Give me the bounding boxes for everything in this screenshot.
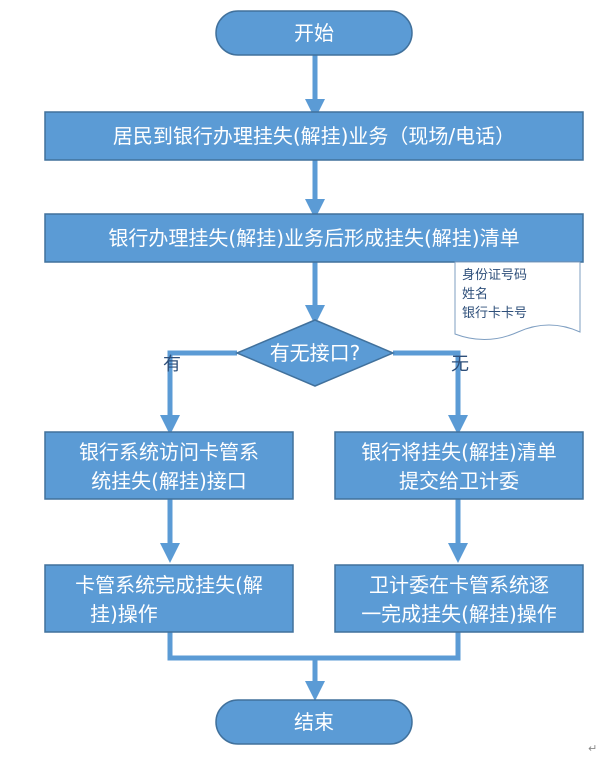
document-line-name: 姓名 [462,286,488,302]
paragraph-mark: ↵ [588,742,597,755]
right2-node: 卫计委在卡管系统逐 一完成挂失(解挂)操作 [334,564,584,633]
right1-label-line1: 银行将挂失(解挂)清单 [361,440,557,464]
arrow-decision-no [393,350,468,436]
step2-node: 银行办理挂失(解挂)业务后形成挂失(解挂)清单 [44,213,584,263]
decision-node: 有无接口? [235,319,395,387]
left2-label-line1: 卡管系统完成挂失(解 [75,573,263,597]
step1-node: 居民到银行办理挂失(解挂)业务（现场/电话） [44,111,584,161]
left1-node: 银行系统访问卡管系 统挂失(解挂)接口 [44,431,294,500]
right2-label-line2: 一完成挂失(解挂)操作 [361,602,557,626]
step2-label: 银行办理挂失(解挂)业务后形成挂失(解挂)清单 [108,226,519,250]
decision-label: 有无接口? [270,341,361,365]
document-line-card: 银行卡卡号 [462,306,527,321]
right2-label-line1: 卫计委在卡管系统逐 [369,573,549,597]
right1-node: 银行将挂失(解挂)清单 提交给卫计委 [334,431,584,500]
merge-left [167,632,315,661]
merge-right [315,632,461,661]
end-label: 结束 [294,710,334,734]
start-node: 开始 [215,10,413,56]
left1-label-line1: 银行系统访问卡管系 [79,440,259,464]
right1-label-line2: 提交给卫计委 [399,469,519,493]
connectors [160,55,468,702]
document-line-id: 身份证号码 [462,267,527,283]
step1-label: 居民到银行办理挂失(解挂)业务（现场/电话） [113,124,515,148]
start-label: 开始 [294,21,334,45]
end-node: 结束 [215,699,413,745]
document-shape: 身份证号码 姓名 银行卡卡号 [454,261,581,341]
left1-label-line2: 统挂失(解挂)接口 [91,469,247,493]
left2-node: 卡管系统完成挂失(解 挂)操作 [44,564,294,633]
left2-label-line2: 挂)操作 [90,602,158,626]
arrow-decision-yes [160,350,237,436]
edge-label-yes: 有 [163,354,181,375]
edge-label-no: 无 [451,354,469,375]
